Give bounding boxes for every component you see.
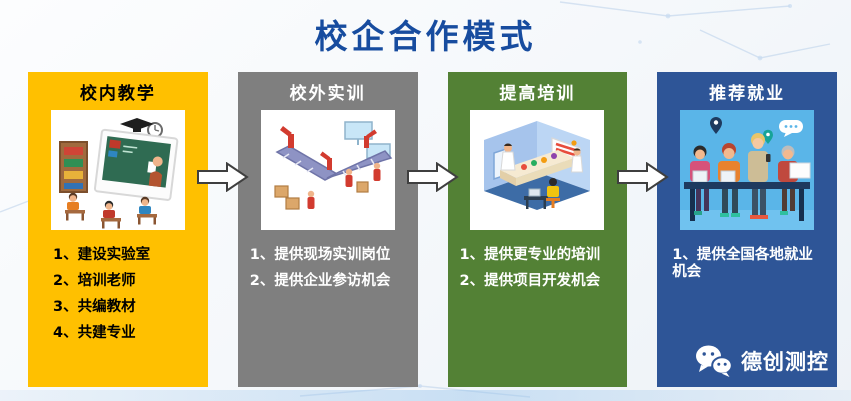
flow-arrow-right-icon xyxy=(407,162,459,192)
office-workers-illustration xyxy=(680,110,815,230)
brand-name: 德创测控 xyxy=(741,349,829,374)
stage-advanced-training: 提高培训 xyxy=(447,72,628,387)
stage-title: 推荐就业 xyxy=(709,84,786,104)
cooperation-item: 4、共建专业 xyxy=(53,325,136,341)
stage-item-list: 1、提供更专业的培训 2、提供项目开发机会 xyxy=(460,247,616,289)
cooperation-item: 2、培训老师 xyxy=(53,273,136,289)
stage-title: 校外实训 xyxy=(289,84,366,104)
flow-columns: 校内教学 xyxy=(28,72,837,387)
cooperation-item: 1、建设实验室 xyxy=(53,247,151,263)
stage-item-list: 1、提供现场实训岗位 2、提供企业参访机会 xyxy=(250,247,406,289)
training-room-illustration xyxy=(470,110,605,230)
cooperation-item: 1、提供更专业的培训 xyxy=(459,247,601,263)
brand-watermark: 德创测控 xyxy=(695,344,829,377)
stage-item-list: 1、提供全国各地就业机会 xyxy=(672,247,825,281)
stage-on-campus-teaching: 校内教学 xyxy=(28,72,208,387)
cooperation-item: 2、提供企业参访机会 xyxy=(249,273,391,289)
wechat-icon xyxy=(696,345,732,377)
flow-arrow-right-icon xyxy=(617,162,669,192)
cooperation-item: 1、提供全国各地就业机会 xyxy=(672,247,813,280)
stage-item-list: 1、建设实验室 2、培训老师 3、共编教材 4、共建专业 xyxy=(53,247,196,341)
page-title: 校企合作模式 xyxy=(314,17,537,56)
stage-title: 校内教学 xyxy=(79,84,156,104)
cooperation-item: 1、提供现场实训岗位 xyxy=(249,247,391,263)
flow-arrow-right-icon xyxy=(197,162,249,192)
stage-off-campus-training: 校外实训 xyxy=(237,72,418,387)
factory-line-illustration xyxy=(260,110,395,230)
classroom-illustration xyxy=(50,110,185,230)
cooperation-item: 2、提供项目开发机会 xyxy=(459,273,601,289)
bottom-decoration xyxy=(0,390,851,401)
cooperation-item: 3、共编教材 xyxy=(53,299,136,315)
stage-title: 提高培训 xyxy=(499,84,576,104)
stage-job-recommendation: 推荐就业 xyxy=(657,72,837,387)
